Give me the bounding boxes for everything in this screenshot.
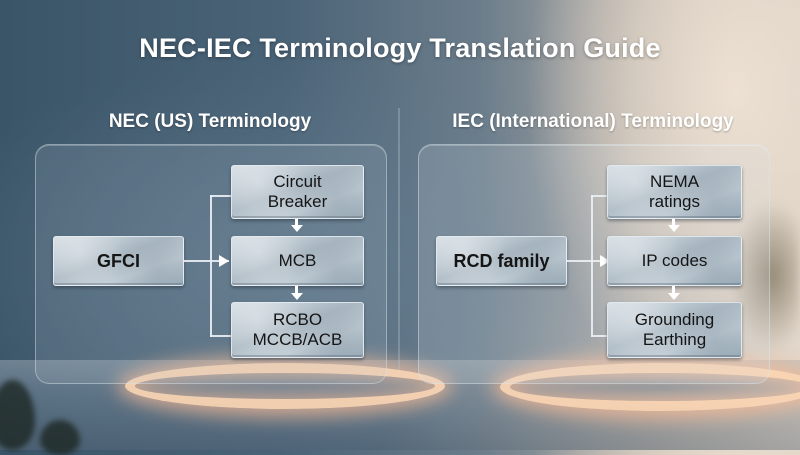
connector-line xyxy=(183,260,229,262)
node-rcbo-mccb-acb: RCBO MCCB/ACB xyxy=(231,302,364,358)
connector-line xyxy=(566,260,610,262)
node-label-line1: Grounding xyxy=(634,310,715,329)
nec-section-heading: NEC (US) Terminology xyxy=(108,111,312,132)
arrow-down-icon xyxy=(291,293,303,300)
iec-section-heading: IEC (International) Terminology xyxy=(452,111,734,132)
bracket-line xyxy=(591,195,593,337)
node-label-line2: ratings xyxy=(648,192,701,211)
arrow-down-icon xyxy=(668,293,680,300)
node-label-line2: Breaker xyxy=(267,192,328,211)
node-nema-ratings: NEMA ratings xyxy=(607,165,742,219)
arrow-down-icon xyxy=(295,286,298,294)
node-gfci: GFCI xyxy=(53,236,184,286)
glow-ring-right xyxy=(500,363,800,411)
bracket-top xyxy=(210,195,232,197)
page-title: NEC-IEC Terminology Translation Guide xyxy=(139,33,661,63)
bracket-bottom xyxy=(210,335,232,337)
arrow-down-icon xyxy=(295,219,298,226)
node-label-line1: NEMA xyxy=(649,172,700,191)
plant-leaf-left-2 xyxy=(40,420,80,455)
section-divider xyxy=(398,108,400,370)
node-mcb: MCB xyxy=(231,236,364,286)
node-label: RCD family xyxy=(453,251,550,271)
node-grounding-earthing: Grounding Earthing xyxy=(607,302,742,358)
bracket-bottom xyxy=(591,335,613,337)
arrow-right-icon xyxy=(600,255,610,267)
arrow-down-icon xyxy=(291,225,303,232)
node-label: IP codes xyxy=(641,251,708,270)
arrow-down-icon xyxy=(672,286,675,294)
node-label-line1: Circuit xyxy=(273,172,322,191)
iec-panel: RCD family NEMA ratings IP codes Groundi… xyxy=(418,144,770,384)
glow-ring-left xyxy=(125,363,445,409)
bracket-line xyxy=(210,195,212,337)
node-label-line1: RCBO xyxy=(272,310,323,329)
node-label: MCB xyxy=(278,251,317,270)
node-ip-codes: IP codes xyxy=(607,236,742,286)
node-circuit-breaker: Circuit Breaker xyxy=(231,165,364,219)
arrow-down-icon xyxy=(672,219,675,226)
node-label: GFCI xyxy=(97,251,140,271)
node-label-line2: Earthing xyxy=(642,330,707,349)
arrow-right-icon xyxy=(219,255,229,267)
node-rcd-family: RCD family xyxy=(436,236,567,286)
arrow-down-icon xyxy=(668,225,680,232)
nec-panel: GFCI Circuit Breaker MCB RCBO MCCB/ACB xyxy=(35,144,387,384)
node-label-line2: MCCB/ACB xyxy=(252,330,343,349)
bracket-top xyxy=(591,195,613,197)
